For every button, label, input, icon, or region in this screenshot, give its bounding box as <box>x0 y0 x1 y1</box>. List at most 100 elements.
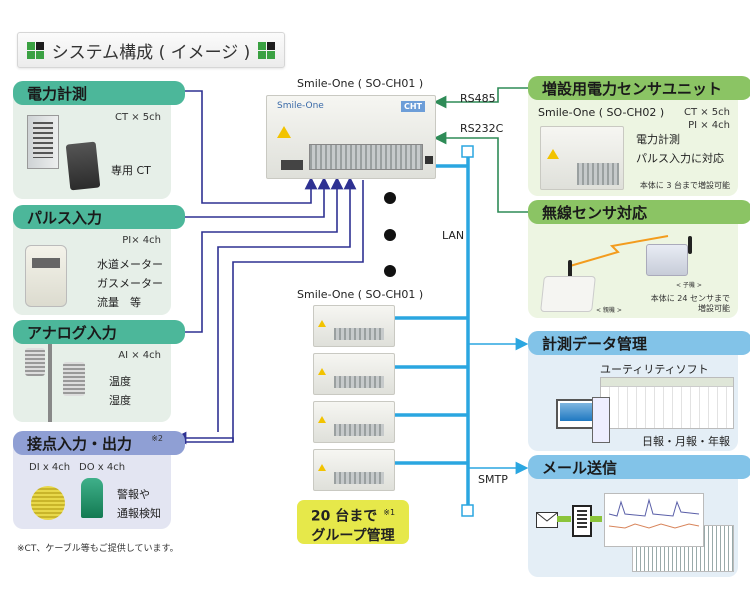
pulse-line: 流量 等 <box>97 296 141 309</box>
breaker-panel-image <box>27 115 59 169</box>
smtp-label: SMTP <box>478 473 508 486</box>
meter-image <box>25 245 67 307</box>
pulse-line: 水道メーター <box>97 258 163 271</box>
group-device-label: Smile-One ( SO-CH01 ) <box>297 288 424 301</box>
panel-data-title: 計測データ管理 <box>528 331 750 355</box>
footnote-mark-1: ※1 <box>383 508 396 517</box>
wireless-note2: 増設可能 <box>698 304 730 313</box>
panel-mail-title: メール送信 <box>528 455 750 479</box>
analog-line: 湿度 <box>109 394 131 407</box>
title-text: システム構成 ( イメージ ) <box>51 42 251 63</box>
panel-wireless: 無線センサ対応 < 親機 > < 子機 > 本体に 24 センサまで 増設可能 <box>528 200 750 318</box>
terminal-block <box>309 144 423 170</box>
pulse-spec: PI× 4ch <box>122 235 161 246</box>
expansion-note: 本体に 3 台まで増設可能 <box>639 181 730 190</box>
parent-label: < 親機 > <box>596 307 622 314</box>
contact-spec-do: DO x 4ch <box>79 462 126 473</box>
group-management-badge: 20 台まで※1 グループ管理 <box>297 500 409 544</box>
main-device-label: Smile-One ( SO-CH01 ) <box>297 77 424 90</box>
panel-data: 計測データ管理 ユーティリティソフト 日報・月報・年報 <box>528 331 750 451</box>
ct-sensor-image <box>65 141 101 191</box>
rs232c-line <box>433 131 528 213</box>
server-icon <box>572 505 592 537</box>
panel-power: 電力計測 CT × 5ch 専用 CT <box>13 81 185 199</box>
analog-spec: AI × 4ch <box>118 350 161 361</box>
panel-mail: メール送信 <box>528 455 750 577</box>
wire-analog2 <box>217 176 357 432</box>
panel-analog-title: アナログ入力 <box>13 320 185 344</box>
parent-unit-image <box>540 276 596 312</box>
power-terminal <box>281 160 303 170</box>
rs485-line <box>433 87 528 109</box>
group-device-image <box>313 449 395 491</box>
footnote-mark-2: ※2 <box>151 434 163 443</box>
reports-label: 日報・月報・年報 <box>642 435 730 448</box>
wireless-note1: 本体に 24 センサまで <box>650 294 730 303</box>
lan-label: LAN <box>442 229 465 242</box>
wire-contact <box>172 180 364 443</box>
panel-expansion-title: 増設用電力センサユニット <box>528 76 750 100</box>
pc-tower-image <box>592 397 610 443</box>
warning-icon <box>277 126 291 138</box>
child-unit-image <box>646 244 688 276</box>
lan-port <box>425 156 433 164</box>
pulse-line: ガスメーター <box>97 277 163 290</box>
device-brand: Smile-One <box>277 101 324 111</box>
rs485-label: RS485 <box>460 92 496 105</box>
expansion-line: パルス入力に対応 <box>636 152 724 165</box>
wire-contact-back <box>173 431 234 445</box>
contact-line: 通報検知 <box>117 507 161 520</box>
spreadsheet-image <box>600 377 734 429</box>
antenna-parent <box>568 260 572 278</box>
panel-expansion: 増設用電力センサユニット Smile-One ( SO-CH02 ) CT × … <box>528 76 750 196</box>
warning-light-image <box>81 478 103 518</box>
badge-line1: 20 台まで※1 <box>310 508 396 525</box>
power-spec: CT × 5ch <box>114 112 161 123</box>
group-device-image <box>313 401 395 443</box>
child-label: < 子機 > <box>676 282 702 289</box>
ellipsis-dot <box>384 229 396 241</box>
wire-power <box>172 90 318 204</box>
rs232c-label: RS232C <box>460 122 504 135</box>
panel-pulse: パルス入力 PI× 4ch 水道メーター ガスメーター 流量 等 <box>13 205 185 315</box>
line-chart-image <box>604 493 704 547</box>
panel-analog: アナログ入力 AI × 4ch 温度 湿度 <box>13 320 185 422</box>
temp-sensor-shield-image <box>25 348 45 376</box>
green-squares-icon <box>26 41 44 59</box>
wire-analog <box>172 176 344 333</box>
panel-contact-title: 接点入力・出力 <box>13 431 185 455</box>
panel-wireless-title: 無線センサ対応 <box>528 200 750 224</box>
antenna-child <box>688 236 692 254</box>
expansion-spec2: PI × 4ch <box>688 120 730 131</box>
device-logo: CHT <box>400 101 425 112</box>
wireless-signal-icon <box>569 235 669 267</box>
main-device-image: Smile-One CHT <box>266 95 436 179</box>
expansion-spec1: CT × 5ch <box>683 107 730 118</box>
green-squares-icon <box>258 41 276 59</box>
panel-contact: 接点入力・出力 ※2 DI x 4ch DO x 4ch 警報や 通報検知 <box>13 431 185 529</box>
contact-spec-di: DI x 4ch <box>29 462 71 473</box>
expansion-model: Smile-One ( SO-CH02 ) <box>538 106 665 119</box>
analog-line: 温度 <box>109 375 131 388</box>
expansion-device-image <box>540 126 624 190</box>
panel-power-title: 電力計測 <box>13 81 185 105</box>
badge-line2: グループ管理 <box>311 527 395 544</box>
wire-pulse <box>172 176 331 218</box>
arrow-connector <box>557 516 571 522</box>
monitor-image <box>556 399 596 429</box>
power-note: 専用 CT <box>111 164 151 177</box>
panel-pulse-title: パルス入力 <box>13 205 185 229</box>
humidity-sensor-shield-image <box>63 362 85 396</box>
envelope-icon <box>536 512 558 528</box>
contact-line: 警報や <box>117 488 150 501</box>
ellipsis-dot <box>384 265 396 277</box>
software-label: ユーティリティソフト <box>600 363 709 376</box>
ellipsis-dot <box>384 192 396 204</box>
sensor-pole-image <box>48 344 52 422</box>
alarm-sensor-image <box>31 486 65 520</box>
group-device-image <box>313 305 395 347</box>
diagram-title: システム構成 ( イメージ ) <box>17 32 285 68</box>
group-device-image <box>313 353 395 395</box>
arrow-connector <box>590 516 602 522</box>
